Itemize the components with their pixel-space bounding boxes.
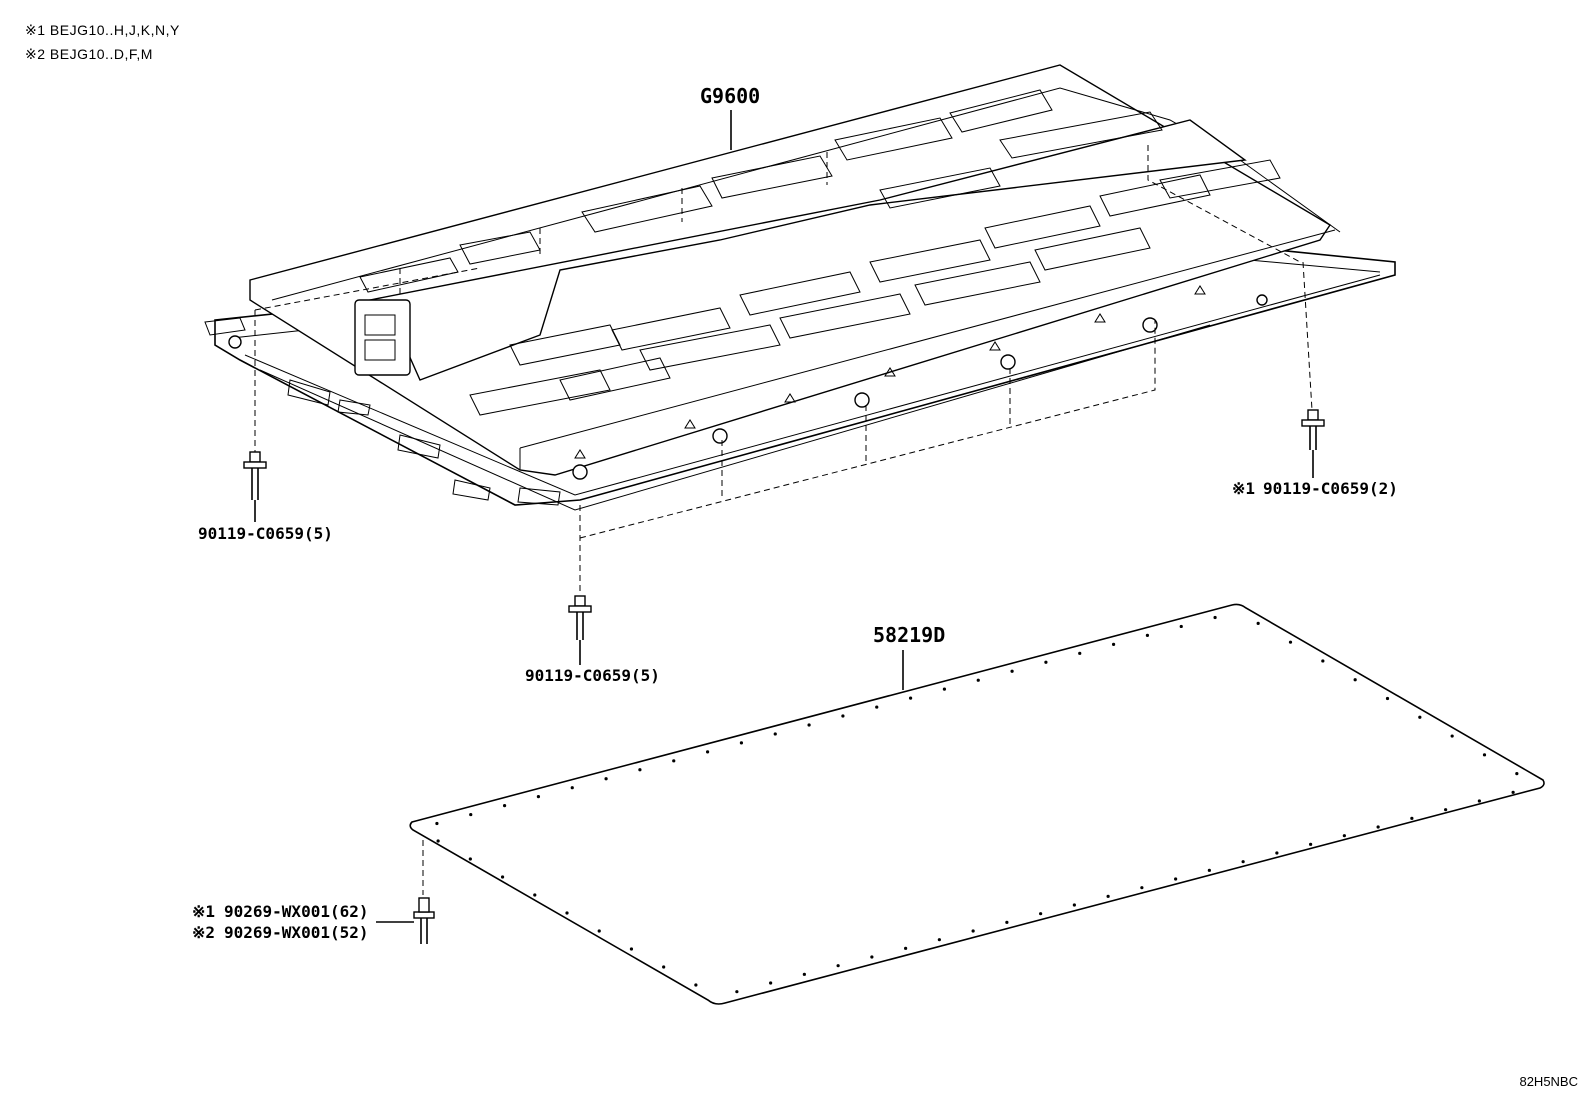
battery-assembly-drawing xyxy=(204,64,1396,511)
rivet-hole xyxy=(570,786,574,790)
rivet-hole xyxy=(802,972,806,976)
rivet-hole xyxy=(1385,696,1390,701)
rivet-hole xyxy=(942,687,947,691)
rivet-hole xyxy=(1039,912,1043,916)
label-rivet-2: 90269-WX001(52) xyxy=(224,923,369,942)
label-rivet-1-mark: ※1 xyxy=(192,902,215,921)
rivet-hole xyxy=(1010,669,1014,673)
rivet-hole xyxy=(769,981,773,985)
label-bolt-left: 90119-C0659(5) xyxy=(198,524,333,543)
rivet-hole xyxy=(1145,633,1150,637)
rivet-hole xyxy=(841,714,845,718)
rivet-hole xyxy=(908,696,913,700)
rivet-hole xyxy=(435,821,439,826)
bolt-left-icon xyxy=(243,451,267,500)
rivet-hole xyxy=(536,795,541,799)
rivet-hole xyxy=(1309,842,1313,846)
rivet-hole xyxy=(1044,660,1048,664)
rivet-hole xyxy=(1418,715,1422,719)
rivet-hole xyxy=(870,955,874,959)
rivet-hole xyxy=(629,947,634,951)
rivet-hole xyxy=(604,777,608,781)
rivet-hole xyxy=(1179,624,1183,629)
rivet-hole xyxy=(1477,799,1481,803)
rivet-hole xyxy=(638,768,642,772)
rivet-hole xyxy=(904,946,908,950)
label-bolt-right-mark: ※1 xyxy=(1232,479,1255,498)
rivet-hole xyxy=(500,875,505,879)
rivet-hole xyxy=(502,804,507,808)
rivet-hole xyxy=(1482,753,1487,757)
label-rivet-2-mark: ※2 xyxy=(192,923,215,942)
rivet-hole xyxy=(976,678,980,682)
under-cover-guide xyxy=(579,320,1156,539)
rivet-hole xyxy=(1256,621,1260,625)
rivet-hole xyxy=(662,965,666,969)
rivet-hole xyxy=(1111,642,1116,646)
rivet-hole xyxy=(1241,860,1245,864)
note-1: ※1 BEJG10..H,J,K,N,Y xyxy=(25,22,180,39)
rivet-hole xyxy=(937,938,941,942)
rivet-hole xyxy=(533,893,537,897)
rivet-hole xyxy=(1078,651,1082,655)
rivet-hole xyxy=(1410,816,1414,820)
rivet-hole xyxy=(875,705,879,709)
rivet-hole xyxy=(1106,894,1110,898)
rivet-hole xyxy=(1353,678,1357,682)
rivet-hole xyxy=(1511,790,1515,794)
label-58219d: 58219D xyxy=(873,623,945,647)
rivet-hole xyxy=(1140,886,1144,890)
rivet-hole xyxy=(1444,808,1448,812)
rivet-hole xyxy=(1213,615,1217,620)
rivet-hole xyxy=(1321,659,1325,663)
rivet-hole xyxy=(836,964,840,968)
rivet-icon xyxy=(413,897,435,944)
rivet-hole xyxy=(672,759,676,763)
rivet-hole xyxy=(565,911,569,915)
rivet-hole xyxy=(705,750,710,754)
bolt-right-guide xyxy=(1302,261,1313,411)
note-1-mark: ※1 xyxy=(25,22,46,38)
rivet-hole xyxy=(807,723,811,727)
note-2-mark: ※2 xyxy=(25,46,46,62)
rivet-hole xyxy=(773,732,777,736)
rivet-hole xyxy=(739,741,744,745)
rivet-hole xyxy=(735,990,739,994)
rivet-hole xyxy=(468,857,472,861)
rivet-hole xyxy=(1174,877,1178,881)
rivet-hole xyxy=(971,929,975,933)
bolt-center-icon xyxy=(568,595,592,640)
rivet-hole xyxy=(1207,868,1211,872)
rivet-hole xyxy=(694,983,698,987)
rivet-hole xyxy=(436,839,440,843)
label-bolt-center: 90119-C0659(5) xyxy=(525,666,660,685)
rivet-hole xyxy=(1072,903,1076,907)
note-1-text: BEJG10..H,J,K,N,Y xyxy=(49,22,180,38)
rivet-hole xyxy=(1515,772,1519,776)
rivet-hole xyxy=(1450,734,1454,738)
label-rivet-1: 90269-WX001(62) xyxy=(224,902,369,921)
rivet-hole xyxy=(1342,834,1346,838)
label-bolt-right: 90119-C0659(2) xyxy=(1263,479,1398,498)
bolt-right-icon xyxy=(1301,409,1325,450)
rivet-hole xyxy=(597,929,601,933)
note-2: ※2 BEJG10..D,F,M xyxy=(25,46,153,63)
rivet-hole xyxy=(1288,640,1293,644)
label-g9600: G9600 xyxy=(700,84,760,108)
note-2-text: BEJG10..D,F,M xyxy=(49,46,153,62)
under-cover-drawing xyxy=(409,603,1545,1005)
rivet-hole xyxy=(1005,920,1009,924)
rivet-hole xyxy=(469,812,473,817)
rivet-hole xyxy=(1376,825,1380,829)
illustration-code: 82H5NBC xyxy=(1519,1074,1578,1089)
rivet-hole xyxy=(1275,851,1279,855)
